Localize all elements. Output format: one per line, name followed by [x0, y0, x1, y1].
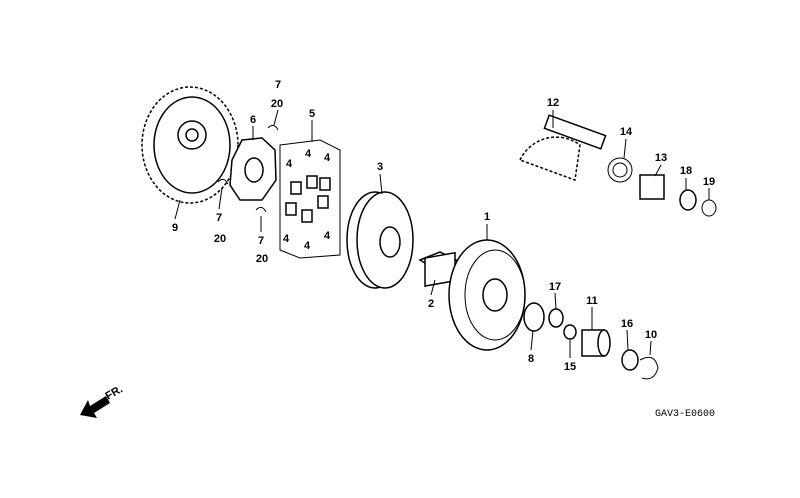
- callout-10: 10: [645, 329, 657, 341]
- callout-4: 4: [324, 152, 331, 164]
- front-direction-arrow: FR.: [80, 383, 125, 418]
- drive-pulley-face: [346, 191, 414, 289]
- washer: [621, 349, 639, 371]
- callout-3: 3: [377, 161, 383, 173]
- callout-4: 4: [305, 148, 312, 160]
- callout-4: 4: [286, 158, 293, 170]
- callout-4: 4: [283, 233, 290, 245]
- callout-14: 14: [620, 126, 633, 138]
- weight-roller-set-box: [279, 139, 341, 259]
- front-direction-label: FR.: [104, 383, 125, 402]
- callout-4: 4: [324, 230, 331, 242]
- callout-2: 2: [428, 298, 434, 310]
- callout-7: 7: [258, 235, 264, 247]
- callout-7: 7: [216, 212, 222, 224]
- bushing: [639, 174, 665, 200]
- spring-clip: [639, 356, 659, 380]
- ramp-plate: [229, 137, 277, 201]
- kick-spring: [607, 157, 633, 183]
- washer: [548, 308, 564, 328]
- callout-20: 20: [271, 98, 283, 110]
- callout-6: 6: [250, 114, 256, 126]
- weight-rollers: [285, 175, 331, 223]
- washer: [523, 302, 545, 332]
- callout-7: 7: [275, 79, 281, 91]
- callout-4: 4: [304, 240, 311, 252]
- kick-starter-spindle: [518, 114, 607, 182]
- callout-5: 5: [309, 108, 315, 120]
- diagram-code: GAV3-E0600: [655, 409, 715, 420]
- callout-20: 20: [256, 253, 268, 265]
- callout-9: 9: [172, 222, 178, 234]
- washer: [679, 189, 697, 211]
- callout-1: 1: [484, 211, 490, 223]
- callout-12: 12: [547, 97, 559, 109]
- callout-18: 18: [680, 165, 692, 177]
- callout-8: 8: [528, 353, 534, 365]
- nut: [563, 324, 577, 340]
- slide-piece: [217, 178, 229, 185]
- circlip: [701, 199, 717, 217]
- slide-piece: [267, 124, 279, 131]
- callout-13: 13: [655, 152, 667, 164]
- leader-lines: [174, 109, 710, 358]
- callout-17: 17: [549, 281, 561, 293]
- callout-16: 16: [621, 318, 633, 330]
- slide-piece: [255, 206, 267, 213]
- callout-19: 19: [703, 176, 715, 188]
- starter-pinion: [581, 329, 611, 357]
- callout-20: 20: [214, 233, 226, 245]
- callout-11: 11: [586, 295, 598, 307]
- callout-15: 15: [564, 361, 576, 373]
- cooling-fan: [448, 239, 526, 351]
- starter-driven-gear: [141, 86, 239, 204]
